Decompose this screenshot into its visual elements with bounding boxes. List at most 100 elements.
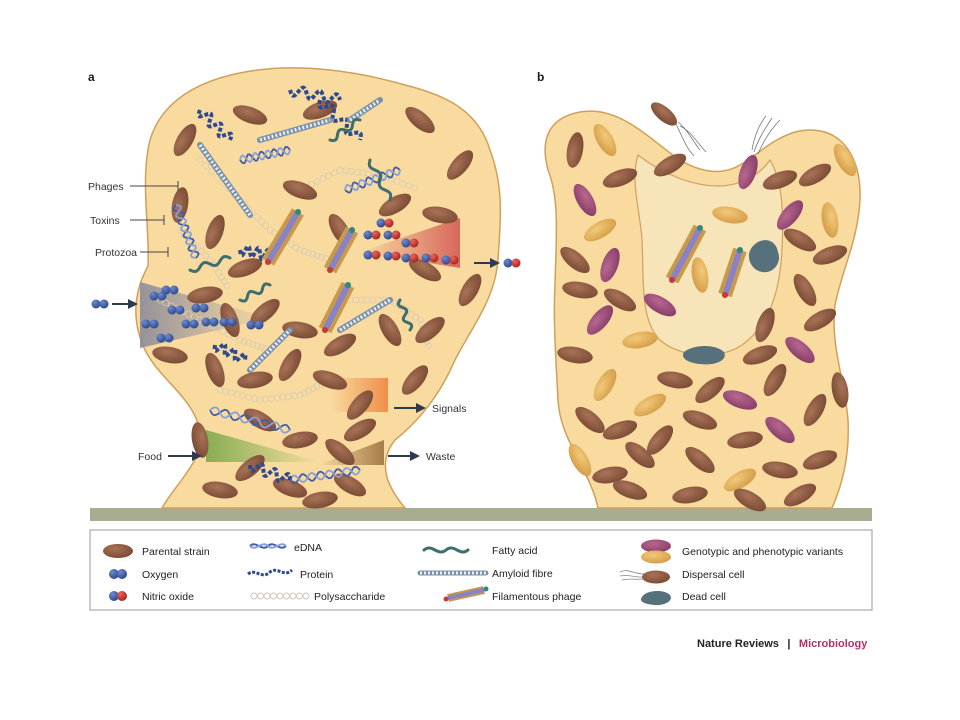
parental-strain-cell xyxy=(191,422,209,458)
variants-icon xyxy=(641,539,671,564)
parental-strain-cell xyxy=(653,153,687,177)
variant-cell xyxy=(600,247,620,283)
molecule-atom xyxy=(201,317,211,327)
polysaccharide-bead xyxy=(405,182,412,190)
legend-box xyxy=(89,529,873,611)
molecule-atom xyxy=(409,253,419,263)
parental-strain-cell xyxy=(422,206,458,224)
parental-strain-cell xyxy=(557,346,593,364)
biofilm-b-cells xyxy=(557,123,857,512)
polysaccharide-bead xyxy=(283,592,290,600)
toxins-label: Toxins xyxy=(90,215,120,227)
polysaccharide-bead xyxy=(245,339,252,347)
molecule-atom xyxy=(149,291,159,301)
parental-strain-cell xyxy=(566,132,584,168)
variant-cell xyxy=(622,331,658,349)
signals-label: Signals xyxy=(432,403,466,415)
molecule-atom xyxy=(363,250,373,260)
molecule-atom xyxy=(383,251,393,261)
food-gradient xyxy=(206,430,320,462)
parental-strain-cell xyxy=(302,491,338,509)
parental-strain-cell xyxy=(762,461,798,479)
molecule-atom xyxy=(401,253,411,263)
parental-strain-cell xyxy=(727,431,763,449)
parental-strain-cell xyxy=(762,170,798,190)
polysaccharide-bead xyxy=(302,592,310,600)
amyloid-fibre xyxy=(347,97,383,123)
polysaccharide-bead xyxy=(416,316,424,324)
parental-strain-cell xyxy=(282,321,318,339)
polysaccharide-bead xyxy=(250,592,258,600)
molecule-atom xyxy=(391,251,401,261)
variant-cell xyxy=(633,393,667,417)
parental-strain-cell xyxy=(802,450,838,470)
polysaccharide-bead xyxy=(253,213,261,221)
fatty-acid xyxy=(396,298,414,332)
parental-strain-cell xyxy=(152,346,188,364)
polysaccharide-bead xyxy=(202,252,210,260)
parental-strain-cell xyxy=(783,483,817,507)
polysaccharide-bead xyxy=(258,343,265,351)
polysaccharide-bead xyxy=(330,169,338,177)
credit-journal: Nature Reviews xyxy=(697,638,779,650)
legend-variants: Genotypic and phenotypic variants xyxy=(682,546,843,558)
parental-strain-cell xyxy=(798,163,832,187)
flux-arrows xyxy=(112,258,500,461)
legend-filamentous-phage: Filamentous phage xyxy=(492,591,581,603)
parental-strain-cell xyxy=(282,180,318,200)
parental-strain-cell xyxy=(742,345,778,365)
polysaccharide-bead xyxy=(258,218,265,225)
molecule-atom xyxy=(421,253,431,263)
protein-coil xyxy=(196,109,234,141)
variant-cell xyxy=(723,468,757,492)
parental-strain-cell xyxy=(343,418,377,442)
small-molecules xyxy=(91,218,521,343)
polysaccharide-bead xyxy=(313,252,321,260)
parental-strain-cell xyxy=(187,286,223,304)
legend-edna: eDNA xyxy=(294,542,322,554)
parental-strain-cell xyxy=(685,446,715,474)
molecule-atom xyxy=(191,303,201,313)
variant-cell xyxy=(583,218,617,242)
amyloid-fibre xyxy=(259,118,331,142)
parental-strain-cell xyxy=(763,363,787,397)
protein-coil xyxy=(248,462,292,483)
amyloid-fibre xyxy=(248,328,292,372)
variant-cell xyxy=(776,200,804,230)
polysaccharide-bead xyxy=(198,248,205,255)
dead-cell-icon xyxy=(640,591,671,606)
polysaccharide-bead xyxy=(249,340,257,348)
filamentous-phage-end xyxy=(349,227,355,233)
molecule-atom xyxy=(449,255,459,265)
parental-strain-cell xyxy=(783,228,817,252)
parental-strain-cell xyxy=(695,376,725,404)
legend: Parental strain Oxygen Nitric oxide eDNA… xyxy=(89,529,873,611)
polysaccharide-bead xyxy=(270,592,277,600)
polysaccharide-bead xyxy=(300,389,308,397)
parental-strain-cell xyxy=(458,273,482,307)
waste-label: Waste xyxy=(426,451,456,463)
parental-strain-cell xyxy=(603,288,637,312)
protein-coil xyxy=(288,85,342,105)
polysaccharide-bead xyxy=(262,222,270,230)
parental-strain-cell xyxy=(282,431,318,449)
filamentous-phage-end xyxy=(737,247,743,253)
molecule-atom xyxy=(254,320,264,330)
parental-strain-cell xyxy=(278,348,302,382)
variant-cell xyxy=(643,293,677,317)
dispersal-cell-icon xyxy=(619,570,670,584)
filamentous-phage-end xyxy=(322,327,328,333)
filamentous-phage-end xyxy=(295,209,301,215)
filamentous-phage-end xyxy=(265,259,271,265)
parental-strain-cell xyxy=(346,390,374,420)
molecule-atom xyxy=(199,303,209,313)
variant-cell xyxy=(593,123,617,157)
molecule-atom xyxy=(384,218,394,228)
molecule-atom xyxy=(99,299,109,309)
parental-strain-cell xyxy=(401,365,429,395)
molecule-atom xyxy=(219,317,229,327)
molecule-atom xyxy=(149,319,159,329)
amyloid-fibre xyxy=(339,298,391,332)
molecule-atom xyxy=(511,258,521,268)
variant-cell xyxy=(722,390,758,410)
